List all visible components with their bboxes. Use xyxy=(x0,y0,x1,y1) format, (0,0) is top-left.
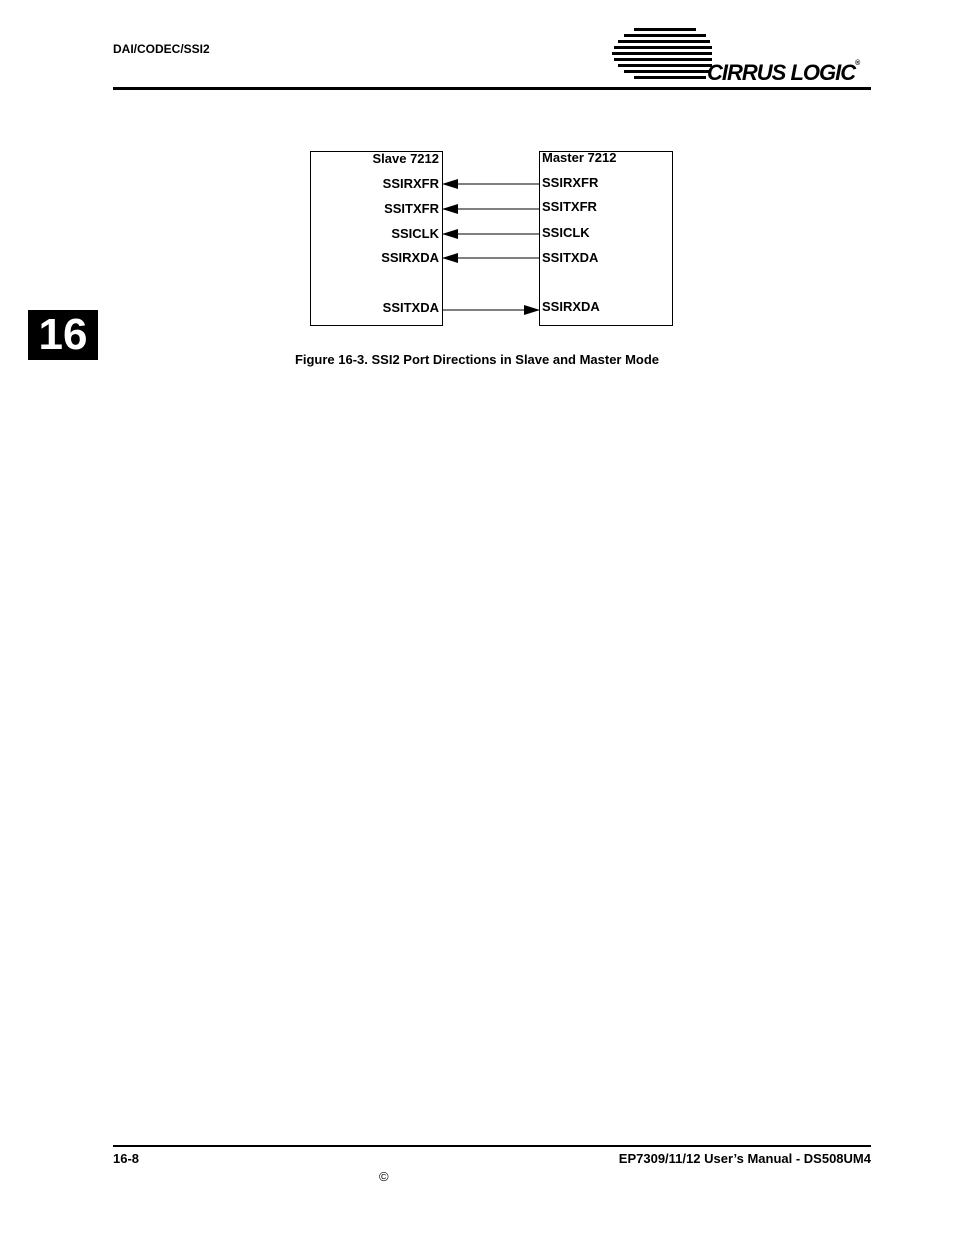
slave-signal-ssirxfr: SSIRXFR xyxy=(383,176,440,191)
master-signal-ssiclk: SSICLK xyxy=(542,225,590,240)
logo-wordmark: CIRRUS LOGIC® xyxy=(707,60,860,85)
master-signal-ssitxda: SSITXDA xyxy=(542,250,599,265)
slave-signal-ssirxda: SSIRXDA xyxy=(381,250,439,265)
header-rule xyxy=(113,87,871,90)
slave-signal-ssiclk: SSICLK xyxy=(391,226,439,241)
figure-caption: Figure 16-3. SSI2 Port Directions in Sla… xyxy=(294,352,660,367)
slave-signal-ssitxfr: SSITXFR xyxy=(384,201,440,216)
running-header: DAI/CODEC/SSI2 xyxy=(113,42,210,56)
master-title: Master 7212 xyxy=(542,150,616,165)
manual-title: EP7309/11/12 User’s Manual - DS508UM4 xyxy=(618,1151,871,1166)
copyright-mark: © xyxy=(379,1169,389,1184)
slave-title: Slave 7212 xyxy=(372,151,439,166)
footer-rule xyxy=(113,1145,871,1147)
master-signal-ssirxda: SSIRXDA xyxy=(542,299,600,314)
cirrus-logic-logo xyxy=(612,28,712,79)
master-signal-ssitxfr: SSITXFR xyxy=(542,199,598,214)
slave-signal-ssitxda: SSITXDA xyxy=(383,300,440,315)
master-signal-ssirxfr: SSIRXFR xyxy=(542,175,599,190)
master-box xyxy=(539,151,673,326)
chapter-tab: 16 xyxy=(28,310,98,360)
page-number: 16-8 xyxy=(113,1151,140,1166)
